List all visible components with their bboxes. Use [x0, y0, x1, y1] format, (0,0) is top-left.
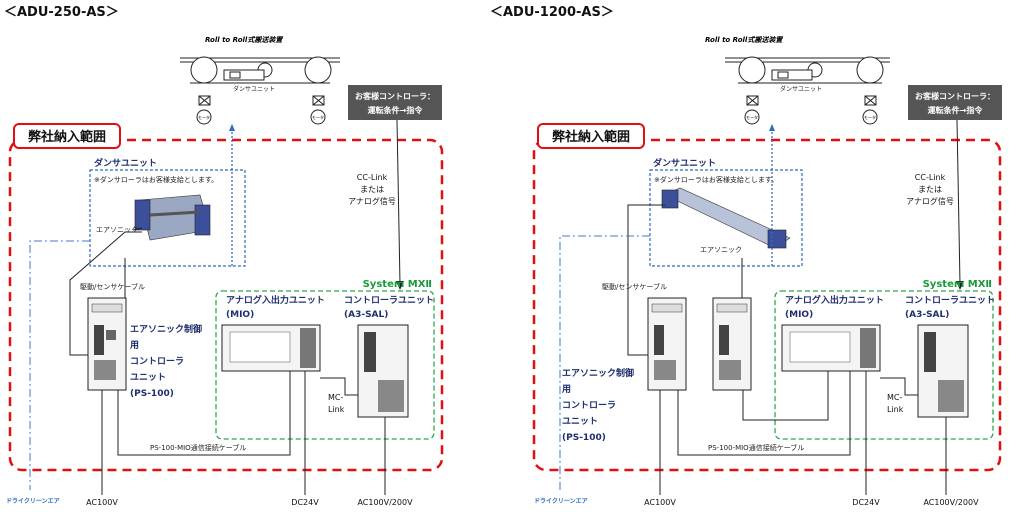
svg-text:お客様コントローラ：: お客様コントローラ： — [355, 91, 435, 101]
svg-text:AC100V: AC100V — [644, 498, 676, 507]
svg-text:コントローラユニット: コントローラユニット — [344, 295, 434, 306]
ps100-device-2 — [712, 297, 752, 391]
svg-text:ユニット: ユニット — [562, 416, 598, 427]
svg-text:運転条件→指令: 運転条件→指令 — [928, 105, 984, 115]
svg-text:モータ: モータ — [198, 114, 210, 120]
air-sonic-label: エアソニック — [96, 226, 138, 234]
svg-text:PS-100-MIO通信接続ケーブル: PS-100-MIO通信接続ケーブル — [708, 443, 804, 452]
svg-text:モータ: モータ — [312, 114, 324, 120]
sal-device — [357, 324, 409, 418]
svg-text:コントローラ: コントローラ — [130, 356, 184, 367]
system-mx2-box — [215, 290, 435, 440]
system-mx2-box — [774, 290, 994, 440]
sal-device — [917, 324, 969, 418]
dancer-unit-title: ダンサユニット — [94, 157, 157, 169]
svg-text:または: または — [360, 185, 384, 194]
dancer-unit-image — [134, 194, 211, 241]
dancer-small-label: ダンサユニット — [233, 85, 275, 93]
svg-text:(PS-100): (PS-100) — [130, 389, 174, 399]
svg-text:弊社納入範囲: 弊社納入範囲 — [552, 129, 630, 145]
svg-text:用: 用 — [561, 384, 571, 395]
dancer-unit-box — [89, 169, 246, 267]
customer-controller-box: お客様コントローラ： 運転条件→指令 — [908, 85, 1002, 120]
svg-text:アナログ入出力ユニット: アナログ入出力ユニット — [785, 294, 884, 306]
svg-text:Link: Link — [887, 405, 904, 414]
svg-text:CC-Link: CC-Link — [357, 173, 388, 182]
roll-to-roll-apparatus: Roll to Roll式搬送装置 ダンサユニット モータ モータ — [180, 35, 340, 125]
svg-text:アナログ入出力ユニット: アナログ入出力ユニット — [226, 294, 325, 306]
panel-adu-1200: ＜ADU-1200-AS＞ Roll to Roll式搬送装置 ダンサユニット … — [490, 5, 1002, 507]
svg-text:エアソニック: エアソニック — [700, 246, 742, 254]
svg-text:または: または — [918, 185, 942, 194]
svg-text:(A3-SAL): (A3-SAL) — [344, 310, 388, 320]
svg-text:ドライクリーンエア: ドライクリーンエア — [534, 497, 588, 505]
panel-heading: ＜ADU-250-AS＞ — [4, 5, 119, 20]
svg-text:Link: Link — [328, 405, 345, 414]
roll-to-roll-apparatus: Roll to Roll式搬送装置 ダンサユニット モータ モータ — [705, 35, 890, 125]
svg-text:DC24V: DC24V — [852, 498, 880, 507]
dancer-note: ※ダンサローラはお客様支給とします。 — [94, 175, 218, 184]
scope-label: 弊社納入範囲 — [28, 129, 106, 145]
scope-boundary — [532, 138, 1002, 472]
svg-text:アナログ信号: アナログ信号 — [348, 196, 396, 206]
svg-text:コントローラ: コントローラ — [562, 400, 616, 411]
system-label: System MXⅡ — [363, 279, 432, 290]
svg-text:CC-Link: CC-Link — [915, 173, 946, 182]
svg-text:ドライクリーンエア: ドライクリーンエア — [6, 497, 60, 505]
drive-cable-label: 駆動/センサケーブル — [80, 282, 145, 291]
svg-text:DC24V: DC24V — [291, 498, 319, 507]
svg-text:(A3-SAL): (A3-SAL) — [905, 310, 949, 320]
svg-text:(MIO): (MIO) — [785, 310, 813, 320]
svg-text:エアソニック制御: エアソニック制御 — [562, 367, 634, 379]
dancer-unit-image — [661, 187, 791, 249]
motor-right — [310, 109, 326, 125]
svg-text:ダンサユニット: ダンサユニット — [653, 157, 716, 169]
svg-text:用: 用 — [129, 340, 139, 351]
scope-boundary — [8, 138, 444, 472]
svg-text:お客様コントローラ：: お客様コントローラ： — [915, 91, 995, 101]
svg-text:ダンサユニット: ダンサユニット — [780, 85, 822, 93]
motor-left — [196, 109, 212, 125]
dancer-unit-box — [649, 169, 803, 267]
ps100-device — [647, 297, 687, 391]
panel-heading: ＜ADU-1200-AS＞ — [490, 5, 614, 20]
svg-text:モータ: モータ — [746, 114, 758, 120]
panel-adu-250: ＜ADU-250-AS＞ Roll to Roll式搬送装置 ダンサユニット モ… — [4, 5, 444, 507]
roller-left — [190, 56, 218, 84]
svg-text:アナログ信号: アナログ信号 — [906, 196, 954, 206]
svg-text:MC-: MC- — [887, 393, 902, 402]
svg-text:MC-: MC- — [328, 393, 343, 402]
svg-text:PS-100-MIO通信接続ケーブル: PS-100-MIO通信接続ケーブル — [150, 443, 246, 452]
roll-title: Roll to Roll式搬送装置 — [205, 35, 283, 44]
mio-device — [781, 324, 881, 372]
svg-text:(PS-100): (PS-100) — [562, 433, 606, 443]
svg-text:(MIO): (MIO) — [226, 310, 254, 320]
customer-controller-box: お客様コントローラ： 運転条件→指令 — [348, 85, 442, 120]
svg-text:AC100V: AC100V — [86, 498, 118, 507]
svg-text:System MXⅡ: System MXⅡ — [923, 279, 992, 290]
svg-text:Roll to Roll式搬送装置: Roll to Roll式搬送装置 — [705, 35, 783, 44]
svg-text:AC100V/200V: AC100V/200V — [357, 498, 413, 507]
scope-label-box — [13, 123, 121, 149]
roller-right — [304, 56, 332, 84]
svg-text:駆動/センサケーブル: 駆動/センサケーブル — [602, 282, 667, 291]
svg-text:コントローラユニット: コントローラユニット — [905, 295, 995, 306]
svg-text:AC100V/200V: AC100V/200V — [923, 498, 979, 507]
svg-text:エアソニック制御: エアソニック制御 — [130, 323, 202, 335]
svg-text:運転条件→指令: 運転条件→指令 — [368, 105, 424, 115]
svg-text:モータ: モータ — [864, 114, 876, 120]
ps100-device — [87, 297, 127, 391]
svg-text:ユニット: ユニット — [130, 372, 166, 383]
svg-text:※ダンサローラはお客様支給とします。: ※ダンサローラはお客様支給とします。 — [654, 175, 778, 184]
mio-device — [221, 324, 321, 372]
